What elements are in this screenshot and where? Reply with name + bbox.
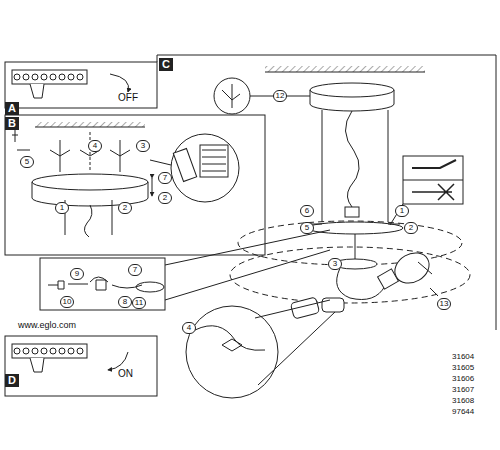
panel: B xyxy=(5,115,265,255)
terminal-block xyxy=(12,70,129,98)
model-number: 31605 xyxy=(452,363,474,373)
suspension-wire xyxy=(322,110,323,222)
callout-number: 11 xyxy=(132,297,146,309)
bulb xyxy=(389,247,434,289)
callout-number: 3 xyxy=(136,140,150,152)
callout-number: 4 xyxy=(182,322,196,334)
screwdriver xyxy=(12,130,18,142)
canopy xyxy=(310,83,394,97)
website: www.eglo.com xyxy=(18,320,76,331)
detail-circle xyxy=(171,134,239,202)
callout-number: 7 xyxy=(158,172,172,184)
panel-frame xyxy=(157,55,496,330)
detail-box xyxy=(40,258,165,310)
suspension-wire xyxy=(388,110,389,222)
switch-label: OFF xyxy=(117,92,139,103)
callout-number: 1 xyxy=(395,205,409,217)
model-number: 31608 xyxy=(452,396,474,406)
panel-letter: A xyxy=(5,102,19,115)
panel-frame xyxy=(5,336,157,396)
callout-number: 2 xyxy=(158,192,172,204)
model-number: 31606 xyxy=(452,374,474,384)
panel-frame xyxy=(5,115,265,255)
callout-number: 13 xyxy=(437,298,451,310)
panel-letter: C xyxy=(159,58,173,71)
callout-number: 4 xyxy=(88,140,102,152)
panel: AOFF xyxy=(5,62,157,108)
shade xyxy=(238,221,462,265)
callout-number: 6 xyxy=(300,205,314,217)
callout-number: 7 xyxy=(128,264,142,276)
detail-circle xyxy=(214,78,250,114)
panel-letter: B xyxy=(5,117,19,130)
power-cable xyxy=(345,111,359,207)
socket xyxy=(322,298,344,312)
canopy xyxy=(32,174,148,190)
callout-number: 8 xyxy=(118,296,132,308)
switch-label: ON xyxy=(117,368,134,379)
callout-number: 5 xyxy=(300,222,314,234)
panel-frame xyxy=(5,62,157,108)
callout-number: 2 xyxy=(404,222,418,234)
detail-circle xyxy=(186,306,278,398)
callout-number: 3 xyxy=(328,258,342,270)
model-number: 97644 xyxy=(452,407,474,417)
callout-number: 1 xyxy=(55,202,69,214)
callout-number: 9 xyxy=(70,268,84,280)
panel: C xyxy=(157,55,496,330)
panel: D ON xyxy=(5,336,157,396)
ceiling-hatch xyxy=(35,122,145,127)
model-number: 31604 xyxy=(452,352,474,362)
callout-number: 12 xyxy=(273,90,287,102)
callout-number: 2 xyxy=(118,202,132,214)
terminal-block xyxy=(12,344,128,372)
panel-letter: D xyxy=(5,374,19,387)
shade xyxy=(230,247,470,303)
check-box xyxy=(403,156,463,204)
callout-number: 5 xyxy=(20,156,34,168)
callout-number: 10 xyxy=(60,296,74,308)
model-number: 31607 xyxy=(452,385,474,395)
ceiling-hatch xyxy=(265,66,425,72)
